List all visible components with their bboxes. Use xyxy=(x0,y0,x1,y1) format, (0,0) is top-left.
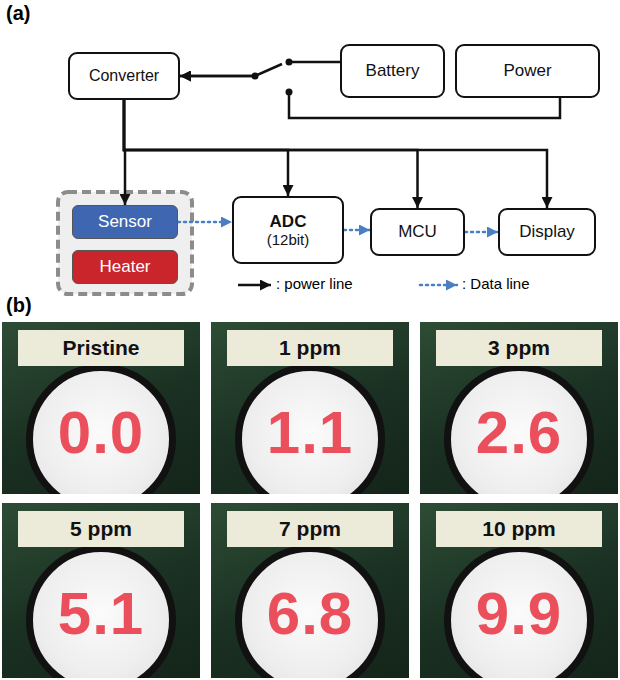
label-plate: 3 ppm xyxy=(436,330,602,366)
data-line xyxy=(344,229,370,232)
concentration-label: Pristine xyxy=(62,336,139,360)
display-reading: 6.8 xyxy=(267,584,353,644)
display-photo: Pristine 0.0 xyxy=(2,322,200,494)
power-line xyxy=(124,100,418,208)
label-plate: Pristine xyxy=(18,330,184,366)
power-line xyxy=(124,100,288,196)
display-reading: 5.1 xyxy=(58,584,144,644)
label-plate: 10 ppm xyxy=(436,511,602,547)
label-plate: 5 ppm xyxy=(18,511,184,547)
module-block: Sensor xyxy=(72,205,178,239)
concentration-label: 1 ppm xyxy=(279,336,341,360)
concentration-label: 10 ppm xyxy=(482,517,556,541)
label-plate: 7 ppm xyxy=(227,511,393,547)
display-photo: 7 ppm 6.8 xyxy=(211,503,409,678)
display-face: 5.1 xyxy=(26,545,176,678)
power-line xyxy=(180,62,340,76)
display-reading: 0.0 xyxy=(58,403,144,463)
display-face: 2.6 xyxy=(444,364,594,494)
display-reading: 1.1 xyxy=(267,403,353,463)
display-reading: 9.9 xyxy=(476,584,562,644)
concentration-label: 3 ppm xyxy=(488,336,550,360)
box-label: ADC xyxy=(270,212,307,232)
display-face: 9.9 xyxy=(444,545,594,678)
process-box: Converter xyxy=(68,52,180,100)
display-photo: 3 ppm 2.6 xyxy=(420,322,618,494)
module-block: Heater xyxy=(72,250,178,284)
process-box: Display xyxy=(498,208,596,256)
label-plate: 1 ppm xyxy=(227,330,393,366)
display-face: 6.8 xyxy=(235,545,385,678)
data-line xyxy=(178,221,232,224)
legend-text: : power line xyxy=(276,275,353,292)
process-box: MCU xyxy=(370,208,465,256)
display-face: 0.0 xyxy=(26,364,176,494)
box-label: Converter xyxy=(89,67,159,85)
power-line xyxy=(124,100,547,208)
legend-power-sample xyxy=(238,284,271,287)
display-face: 1.1 xyxy=(235,364,385,494)
legend-text: : Data line xyxy=(462,275,530,292)
box-label: Battery xyxy=(366,61,420,81)
panel-letter: (b) xyxy=(6,294,32,317)
box-label: Heater xyxy=(99,257,150,277)
legend-data-sample xyxy=(420,284,457,287)
concentration-label: 7 ppm xyxy=(279,517,341,541)
module-group-outline xyxy=(58,192,192,294)
display-photo: 10 ppm 9.9 xyxy=(420,503,618,678)
box-label: (12bit) xyxy=(267,231,310,248)
box-label: Power xyxy=(503,61,551,81)
display-reading: 2.6 xyxy=(476,403,562,463)
display-photo: 1 ppm 1.1 xyxy=(211,322,409,494)
process-box: Battery xyxy=(340,44,445,98)
process-box: ADC(12bit) xyxy=(232,196,344,264)
display-photo: 5 ppm 5.1 xyxy=(2,503,200,678)
process-box: Power xyxy=(455,44,600,98)
data-line xyxy=(465,231,498,234)
box-label: Display xyxy=(519,222,575,242)
panel-letter: (a) xyxy=(6,2,30,25)
box-label: Sensor xyxy=(98,212,152,232)
box-label: MCU xyxy=(398,222,437,242)
concentration-label: 5 ppm xyxy=(70,517,132,541)
